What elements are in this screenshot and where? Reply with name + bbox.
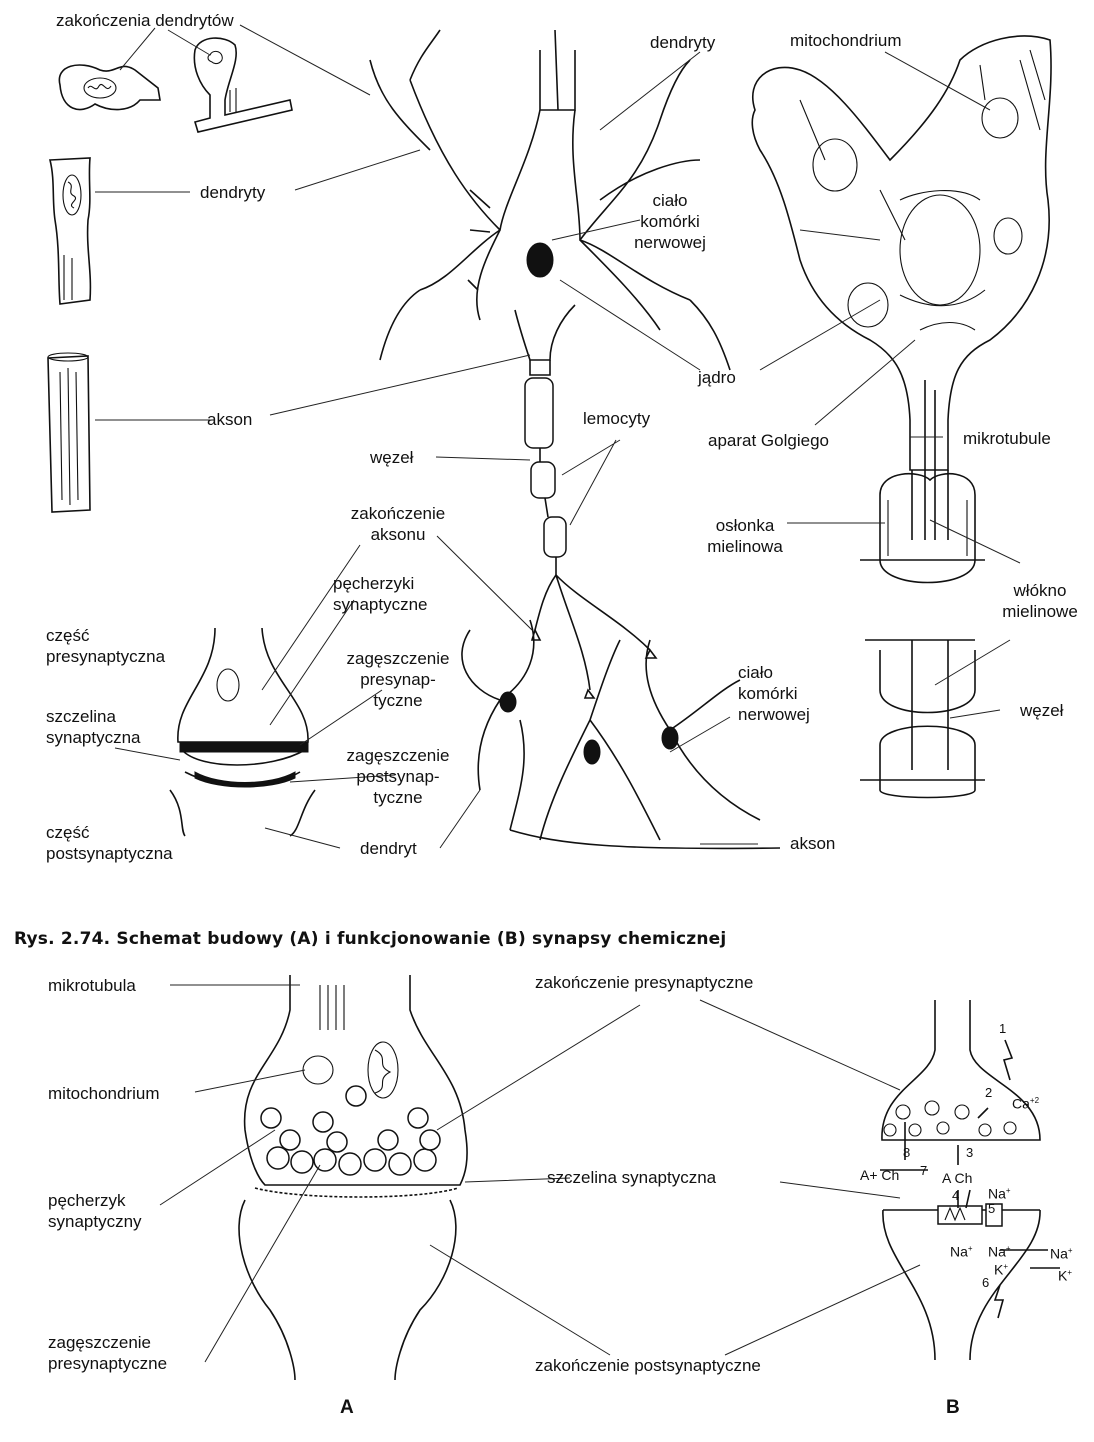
label-vesicle: pęcherzyk synaptyczny [48, 1191, 142, 1231]
neuron-body-detail-drawing [751, 35, 1052, 799]
dendrite-segment-drawing [48, 157, 92, 305]
dendrite-ending-drawings [58, 37, 293, 133]
b-step-1: 1 [999, 1021, 1007, 1036]
label-myelin-sheath: osłonka mielinowa [707, 516, 783, 556]
label-postsyn-thickening: zagęszczenie postsynap- tyczne [346, 746, 450, 807]
label-presyn-part: część presynaptyczna [46, 626, 166, 666]
label-cell-body: ciało komórki nerwowej [634, 191, 706, 252]
b-na-right-label: Na+ [1050, 1245, 1073, 1262]
b-step-4: 4 [952, 1188, 960, 1203]
label-dendrites-left: dendryty [200, 183, 266, 202]
label-microtubules: mikrotubule [963, 429, 1051, 448]
b-step-2: 2 [985, 1085, 993, 1100]
b-step-5: 5 [988, 1201, 996, 1216]
label-synaptic-vesicles: pęcherzyki synaptyczne [333, 574, 428, 614]
label-cleft: szczelina synaptyczna [46, 707, 141, 747]
b-step-3: 3 [966, 1145, 974, 1160]
b-ach-left-label: A+ Ch [860, 1167, 900, 1183]
label-postsyn-part: część postsynaptyczna [46, 823, 173, 863]
label-microtubule: mikrotubula [48, 976, 136, 995]
label-axon-left: akson [207, 410, 253, 429]
label-mitochondrium-top: mitochondrium [790, 31, 902, 50]
panel-label-a: A [340, 1397, 354, 1418]
label-mitochondrium-bottom: mitochondrium [48, 1084, 160, 1103]
label-postsyn-ending: zakończenie postsynaptyczne [535, 1356, 761, 1375]
label-nucleus: jądro [698, 368, 736, 387]
b-k-mid-label: K+ [994, 1261, 1009, 1278]
label-axon-bottom: akson [790, 834, 836, 853]
b-ach-label: A Ch [942, 1170, 973, 1186]
neuron-drawing [369, 29, 781, 850]
b-k-right-label: K+ [1058, 1267, 1073, 1284]
b-step-7: 7 [920, 1163, 928, 1178]
b-step-8: 8 [903, 1145, 911, 1160]
label-presyn-thickening: zagęszczenie presynap- tyczne [346, 649, 450, 710]
label-presyn-thickening-bottom: zagęszczenie presynaptyczne [48, 1333, 168, 1373]
panel-label-b: B [946, 1397, 960, 1418]
synapse-b-drawing [880, 1000, 1060, 1361]
label-presyn-ending: zakończenie presynaptyczne [535, 973, 754, 992]
b-na-top-label: Na+ [988, 1185, 1011, 1202]
label-node-right: węzeł [1020, 701, 1064, 720]
axon-segment-drawing [47, 352, 91, 513]
b-step-6: 6 [982, 1275, 990, 1290]
b-na-left-label: Na+ [950, 1243, 973, 1260]
label-dendrite: dendryt [360, 839, 417, 858]
label-cleft-bottom: szczelina synaptyczna [547, 1168, 717, 1187]
b-na-mid-label: Na+ [988, 1243, 1011, 1260]
b-ca-label: Ca+2 [1012, 1095, 1040, 1112]
label-dendrites-top: dendryty [650, 33, 716, 52]
label-dendrite-endings: zakończenia dendrytów [56, 11, 234, 30]
figure-caption: Rys. 2.74. Schemat budowy (A) i funkcjon… [14, 929, 727, 949]
label-myelin-fiber: włókno mielinowe [1002, 581, 1078, 621]
label-node-left: węzeł [370, 448, 414, 467]
label-axon-ending: zakończenie aksonu [350, 504, 446, 544]
label-lemocytes: lemocyty [583, 409, 651, 428]
small-synapse-drawing [169, 627, 316, 837]
label-cell-body-2: ciało komórki nerwowej [738, 663, 810, 724]
synapse-a-drawing [238, 975, 468, 1381]
label-golgi: aparat Golgiego [708, 431, 829, 450]
leader-lines [95, 24, 1021, 1363]
